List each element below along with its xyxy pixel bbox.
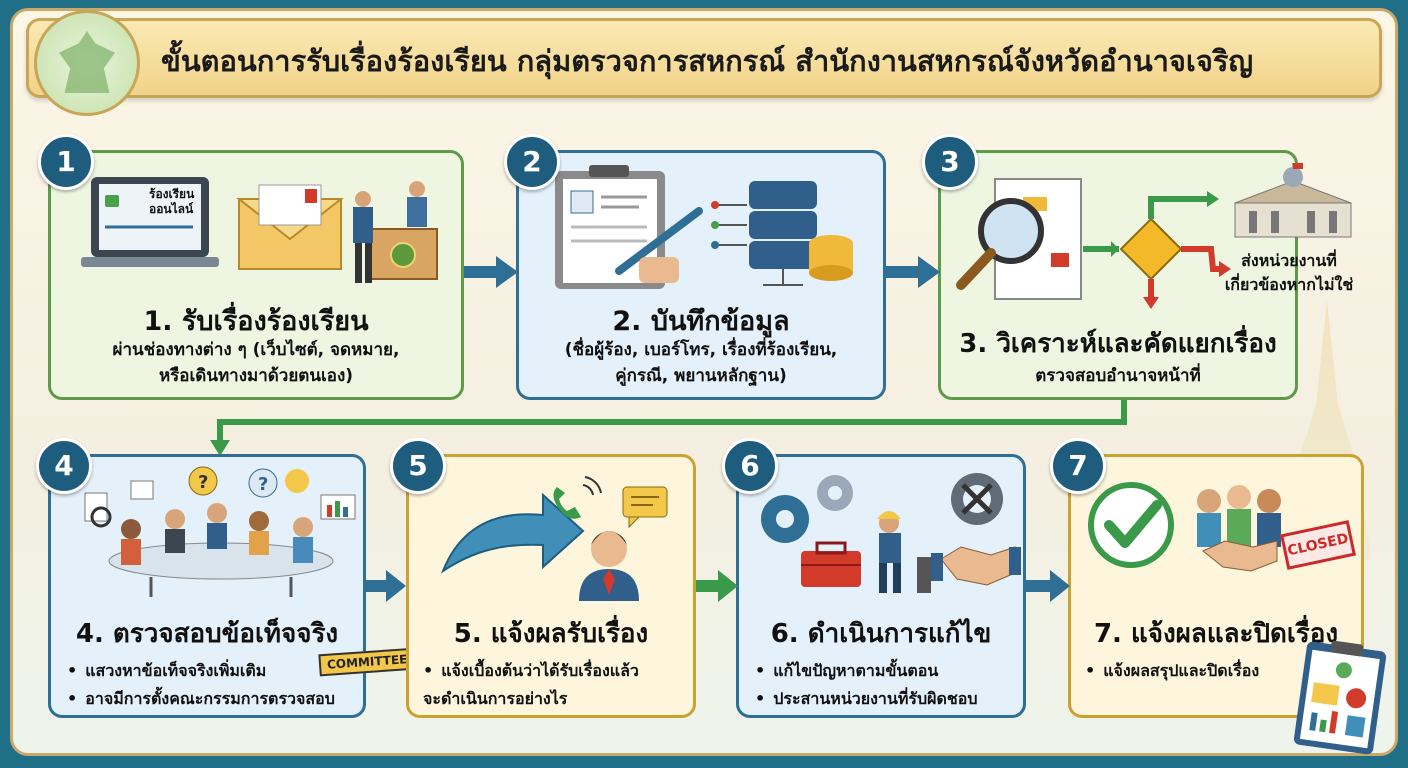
step-5-title: 5. แจ้งผลรับเรื่อง — [453, 619, 649, 649]
step-5-illustration — [440, 476, 668, 601]
service-counter-icon — [353, 181, 438, 283]
arrow-1-to-2 — [464, 256, 518, 288]
arrow-5-to-6 — [696, 570, 738, 602]
step-6-title: 6. ดำเนินการแก้ไข — [770, 619, 992, 649]
step-4-bullet-2: อาจมีการตั้งคณะกรรมการตรวจสอบ — [67, 687, 335, 712]
online-complaint-screen-label: ร้องเรียน ออนไลน์ — [149, 187, 195, 216]
step-2-desc-line-1: (ชื่อผู้ร้อง, เบอร์โทร, เรื่องที่ร้องเรี… — [564, 340, 838, 360]
step-1-desc-line-2: หรือเดินทางมาด้วยตนเอง) — [158, 366, 354, 386]
step-5-bullet-1-continued: จะดำเนินการอย่างไร — [423, 689, 568, 708]
step-7-number: 7 — [1050, 438, 1106, 494]
svg-text:?: ? — [258, 474, 268, 495]
svg-text:?: ? — [198, 472, 208, 493]
step-1-title: 1. รับเรื่องร้องเรียน — [143, 306, 369, 337]
wrench-gear-icon — [951, 473, 1003, 525]
worker-icon — [877, 511, 931, 593]
arrow-2-to-3 — [886, 256, 940, 288]
step-2-number: 2 — [504, 134, 560, 190]
report-clipboard-icon — [1294, 640, 1386, 755]
government-building-icon — [1234, 163, 1352, 238]
step-3-branch-label-line-2: เกี่ยวข้องหากไม่ใช่ — [1224, 275, 1354, 294]
step-7-bullet-1: แจ้งผลสรุปและปิดเรื่อง — [1085, 659, 1259, 684]
handshake-icon — [931, 546, 1021, 586]
step-2-illustration — [555, 165, 853, 289]
step-1-desc-line-1: ผ่านช่องทางต่าง ๆ (เว็บไซต์, จดหมาย, — [112, 340, 400, 360]
step-2-card: 2. บันทึกข้อมูล (ชื่อผู้ร้อง, เบอร์โทร, … — [516, 150, 886, 400]
step-6-bullet-1: แก้ไขปัญหาตามขั้นตอน — [755, 659, 938, 684]
arrow-3-to-4 — [210, 400, 1127, 456]
arrow-4-to-5 — [366, 570, 406, 602]
laptop-icon — [81, 177, 219, 267]
database-server-icon — [711, 181, 853, 286]
magnifier-document-icon — [956, 178, 1082, 300]
step-4-title: 4. ตรวจสอบข้อเท็จจริง — [75, 619, 339, 649]
step-5-bullet-1: แจ้งเบื้องต้นว่าได้รับเรื่องแล้ว — [423, 659, 639, 684]
checkmark-icon — [1088, 482, 1174, 568]
decision-diamond-icon — [1083, 191, 1231, 309]
step-3-desc: ตรวจสอบอำนาจหน้าที่ — [1035, 366, 1201, 386]
officer-avatar-icon — [579, 531, 639, 601]
arrow-6-to-7 — [1026, 570, 1070, 602]
step-1-card: ร้องเรียน ออนไลน์ 1. รับเรื่องร้องเรียน … — [48, 150, 464, 400]
step-3-card: ส่งหน่วยงานที่ เกี่ยวข้องหากไม่ใช่ 3. วิ… — [938, 150, 1353, 400]
step-6-number: 6 — [722, 438, 778, 494]
step-5-card: 5. แจ้งผลรับเรื่อง แจ้งเบื้องต้นว่าได้รั… — [406, 454, 696, 718]
chat-bubble-icon — [622, 486, 668, 529]
step-3-number: 3 — [922, 134, 978, 190]
envelope-icon — [236, 184, 344, 270]
step-1-number: 1 — [38, 134, 94, 190]
step-4-number: 4 — [36, 438, 92, 494]
step-2-desc-line-2: คู่กรณี, พยานหลักฐาน) — [615, 366, 787, 386]
clipboard-form-icon — [555, 165, 703, 289]
meeting-table-icon: ? ? — [84, 466, 356, 597]
gears-icon — [761, 475, 853, 543]
step-6-card: 6. ดำเนินการแก้ไข แก้ไขปัญหาตามขั้นตอน ป… — [736, 454, 1026, 718]
step-2-title: 2. บันทึกข้อมูล — [612, 306, 790, 337]
page-title: ขั้นตอนการรับเรื่องร้องเรียน กลุ่มตรวจกา… — [161, 44, 1254, 78]
step-7-illustration — [1088, 482, 1281, 572]
step-6-bullet-2: ประสานหน่วยงานที่รับผิดชอบ — [755, 687, 977, 712]
phone-icon — [553, 476, 602, 519]
step-6-illustration — [761, 473, 1021, 593]
step-4-bullet-1: แสวงหาข้อเท็จจริงเพิ่มเติม — [67, 659, 266, 684]
step-4-card: ? ? 4. ตรวจสอบข้อเท็จจริง แสวงหาข้อเท็จจ… — [48, 454, 417, 718]
step-3-title: 3. วิเคราะห์และคัดแยกเรื่อง — [959, 329, 1277, 359]
header-banner: ขั้นตอนการรับเรื่องร้องเรียน กลุ่มตรวจกา… — [26, 18, 1382, 98]
step-1-illustration — [81, 177, 438, 283]
deity-emblem — [59, 31, 115, 93]
step-3-branch-label-line-1: ส่งหน่วยงานที่ — [1241, 251, 1337, 270]
step-3-illustration — [956, 178, 1231, 309]
seal-logo — [34, 10, 140, 116]
step-7-title: 7. แจ้งผลและปิดเรื่อง — [1093, 619, 1339, 649]
toolbox-icon — [801, 541, 861, 587]
step-5-number: 5 — [390, 438, 446, 494]
people-handshake-icon — [1197, 485, 1281, 572]
